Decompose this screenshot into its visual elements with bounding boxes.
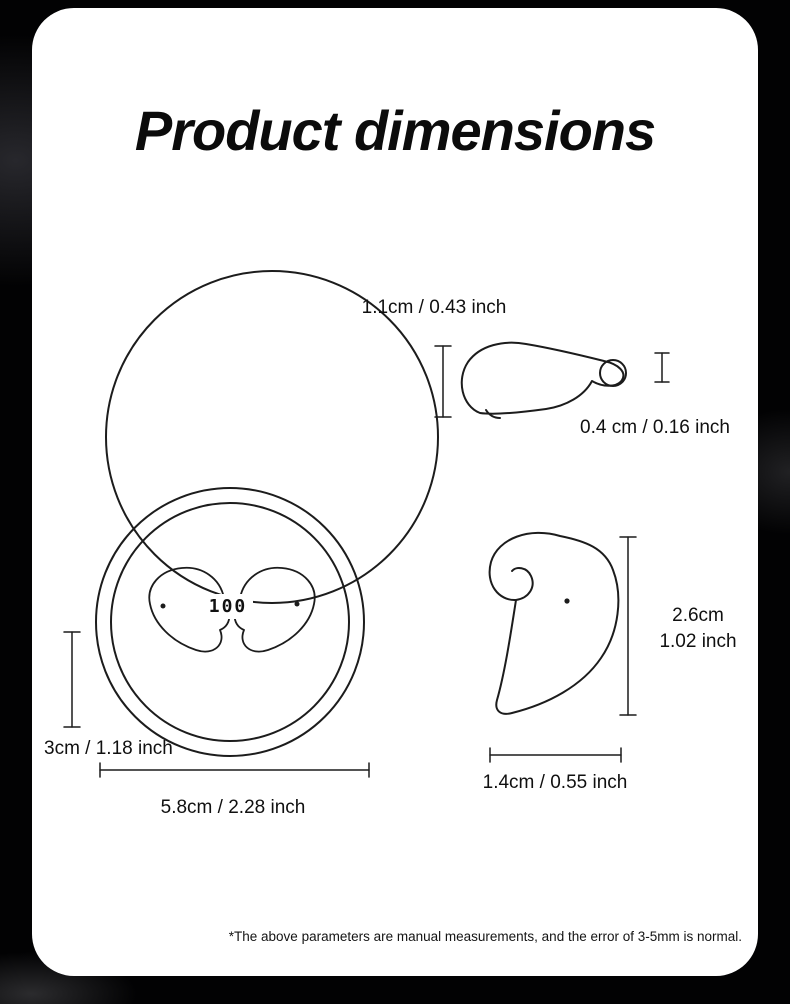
label-earbud-width: 1.4cm / 0.55 inch — [482, 772, 628, 793]
label-earbud-length: 1.1cm / 0.43 inch — [361, 297, 507, 318]
label-case-width: 5.8cm / 2.28 inch — [160, 797, 306, 818]
label-earbud-height-inch: 1.02 inch — [659, 630, 737, 652]
label-earbud-height-cm: 2.6cm — [672, 605, 724, 626]
label-earbud-height: 2.6cm 1.02 inch — [648, 603, 748, 654]
label-case-height: 3cm / 1.18 inch — [44, 738, 173, 759]
page-title: Product dimensions — [134, 99, 656, 162]
case-battery-display: 100 — [203, 594, 253, 619]
label-earbud-thickness: 0.4 cm / 0.16 inch — [580, 417, 730, 438]
measurement-disclaimer: *The above parameters are manual measure… — [228, 929, 742, 944]
